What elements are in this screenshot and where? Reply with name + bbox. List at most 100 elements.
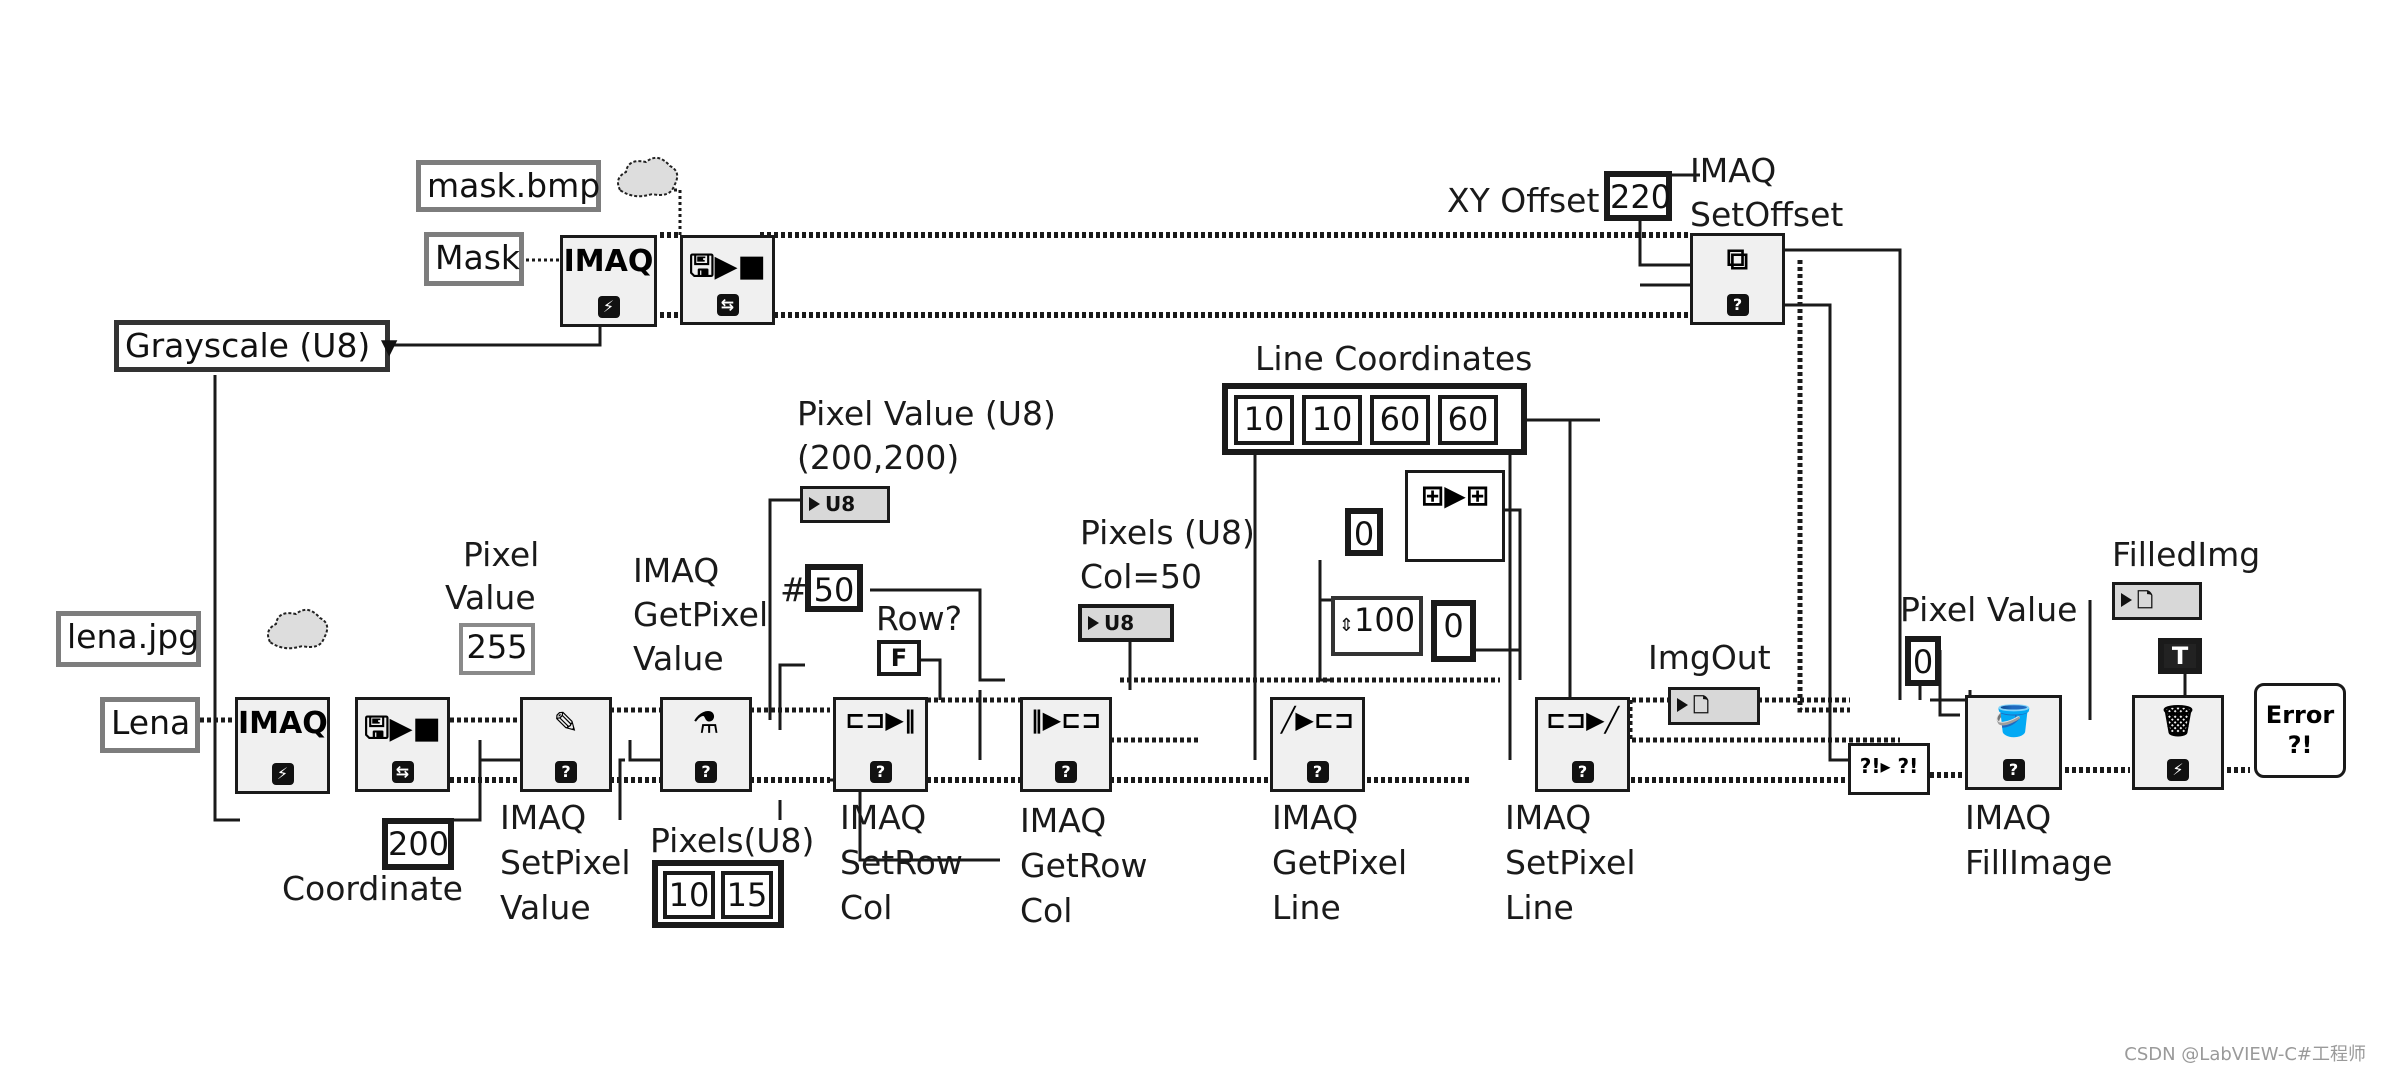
imaq-getrowcol-node[interactable]: ‖▶⊏⊐ ? <box>1020 697 1112 792</box>
zero-constant-a[interactable]: 0 <box>1345 508 1383 556</box>
imaq-fillimage-node[interactable]: 🪣 ? <box>1965 695 2062 790</box>
imaq-create-node-lower[interactable]: IMAQ ⚡ <box>235 697 330 794</box>
line-coordinates-label: Line Coordinates <box>1255 339 1533 378</box>
pixel-value-u8-indicator: U8 <box>800 486 890 523</box>
readfile-error-icon-lower: ⇆ <box>391 761 414 783</box>
xy-offset-label: XY Offset <box>1447 181 1600 220</box>
true-constant[interactable]: T <box>2158 638 2202 674</box>
watermark: CSDN @LabVIEW-C#工程师 <box>2124 1044 2366 1065</box>
imaq-getpixelline-node[interactable]: ╱▶⊏⊐ ? <box>1270 697 1365 792</box>
setrowcol-error-icon: ? <box>869 761 892 783</box>
lena-name-control[interactable]: Lena <box>100 697 200 753</box>
col50-label: Col=50 <box>1080 557 1203 596</box>
line-coord-1[interactable]: 10 <box>1234 395 1294 445</box>
pixels-u8-indicator: U8 <box>1078 604 1174 642</box>
col-constant[interactable]: 50 <box>805 564 863 612</box>
fillimage-label: FillImage <box>1965 843 2113 882</box>
imaq-setpixel-node[interactable]: ✎ ? <box>520 697 612 792</box>
create-error-icon: ⚡ <box>597 296 620 318</box>
getpixelline-label: GetPixel <box>1272 843 1408 882</box>
readfile-error-icon: ⇆ <box>716 294 739 316</box>
imaq-create-glyph-lower: IMAQ <box>238 706 328 741</box>
pixels-array-constant[interactable]: 10 15 <box>652 860 784 928</box>
error-text: Error <box>2265 701 2335 729</box>
hash-label: # <box>780 570 808 609</box>
set-row-col-icon: ⊏⊐▶‖ <box>845 706 916 734</box>
image-indicator-icon-2: 🗋 <box>2137 588 2154 612</box>
lena-path-control[interactable]: lena.jpg <box>56 611 201 667</box>
pixels-u8-label-lower: Pixels(U8) <box>650 821 815 860</box>
imaq-readfile-node-lower[interactable]: 🖫▶■ ⇆ <box>355 697 450 792</box>
get-pixel-line-icon: ╱▶⊏⊐ <box>1280 706 1355 734</box>
zero-constant-b[interactable]: 0 <box>1431 600 1476 662</box>
imaq-setrowcol-node[interactable]: ⊏⊐▶‖ ? <box>833 697 928 792</box>
fill-pixel-value-constant[interactable]: 0 <box>1905 636 1941 686</box>
increment-icon: ⇕ <box>1338 615 1354 636</box>
imaq-setpixelline-node[interactable]: ⊏⊐▶╱ ? <box>1535 697 1630 792</box>
setoffset-glyph-icon: ⧉ <box>1726 242 1749 277</box>
getpixel-imaq-label: IMAQ <box>633 551 720 590</box>
pixel-label: Pixel <box>463 535 540 574</box>
build-array-node[interactable]: ⊞▶⊞ <box>1405 470 1505 562</box>
imgout-label: ImgOut <box>1648 638 1771 677</box>
setpixelline-error-icon: ? <box>1571 761 1594 783</box>
imaq-setoffset-node[interactable]: ⧉ ? <box>1690 233 1785 325</box>
getrowcol-col-label: Col <box>1020 891 1073 930</box>
line-coord-4[interactable]: 60 <box>1438 395 1498 445</box>
mask-name-control[interactable]: Mask <box>424 232 524 286</box>
xy-offset-constant[interactable]: 220 <box>1604 171 1672 221</box>
pixels-array-el-2[interactable]: 15 <box>721 871 773 919</box>
image-type-label: Grayscale (U8) <box>125 326 371 365</box>
create-error-icon-lower: ⚡ <box>271 763 294 785</box>
imaq-dispose-node[interactable]: 🗑 ⚡ <box>2132 695 2224 790</box>
setpixelline-line-label: Line <box>1505 888 1574 927</box>
pixel-value-label: Value <box>445 578 536 617</box>
paint-bucket-icon: 🪣 <box>1994 704 2033 739</box>
line-coordinates-array[interactable]: 10 10 60 60 <box>1222 383 1527 455</box>
eyedropper-icon: ⚗ <box>692 706 720 741</box>
pixels-array-el-1[interactable]: 10 <box>663 871 715 919</box>
imaq-readfile-node-top[interactable]: 🖫▶■ ⇆ <box>680 235 775 325</box>
imgout-indicator: 🗋 <box>1668 687 1760 725</box>
hundred-numeric-control[interactable]: ⇕100 <box>1331 596 1423 656</box>
merge-errors-icon: ?!▸ ?! <box>1859 754 1919 778</box>
image-type-control[interactable]: Grayscale (U8) ▾ <box>114 320 397 372</box>
trash-icon: 🗑 <box>2158 704 2198 739</box>
setpixelline-imaq-label: IMAQ <box>1505 798 1592 837</box>
read-file-icon-lower <box>267 608 329 650</box>
setrowcol-imaq-label: IMAQ <box>840 798 927 837</box>
filledimg-indicator: 🗋 <box>2112 582 2202 620</box>
line-coord-3[interactable]: 60 <box>1370 395 1430 445</box>
dispose-error-icon: ⚡ <box>2167 759 2189 781</box>
dropdown-arrow-icon: ▾ <box>380 326 398 365</box>
read-file-glyph-icon-lower: 🖫▶■ <box>364 711 441 746</box>
imaq-create-node-top[interactable]: IMAQ ⚡ <box>560 235 657 327</box>
coordinate-constant[interactable]: 200 <box>382 818 454 870</box>
row-question-label: Row? <box>876 599 963 638</box>
getpixelline-imaq-label: IMAQ <box>1272 798 1359 837</box>
setrowcol-col-label: Col <box>840 888 893 927</box>
line-coord-2[interactable]: 10 <box>1302 395 1362 445</box>
hundred-value: 100 <box>1354 601 1416 639</box>
getrowcol-imaq-label: IMAQ <box>1020 801 1107 840</box>
imaq-getpixel-node[interactable]: ⚗ ? <box>660 697 752 792</box>
merge-errors-node[interactable]: ?!▸ ?! <box>1848 743 1930 795</box>
image-indicator-icon: 🗋 <box>1693 693 1710 717</box>
setpixel-label: SetPixel <box>500 843 631 882</box>
error-handler-node[interactable]: Error?! <box>2254 683 2346 778</box>
mask-path-control[interactable]: mask.bmp <box>416 160 601 212</box>
pixel-value-constant[interactable]: 255 <box>459 623 535 675</box>
setpixelline-label: SetPixel <box>1505 843 1636 882</box>
pixels-u8-label: Pixels (U8) <box>1080 513 1255 552</box>
setpixel-value-label: Value <box>500 888 591 927</box>
pencil-icon: ✎ <box>553 706 579 741</box>
imaq-create-glyph: IMAQ <box>563 244 654 279</box>
getpixel-value-label: Value <box>633 639 724 678</box>
row-flag-constant[interactable]: F <box>877 640 921 676</box>
setrowcol-label: SetRow <box>840 843 963 882</box>
coordinate-label: Coordinate <box>282 869 463 908</box>
set-pixel-line-icon: ⊏⊐▶╱ <box>1545 706 1620 734</box>
getpixelline-error-icon: ? <box>1306 761 1329 783</box>
get-row-col-icon: ‖▶⊏⊐ <box>1030 706 1102 734</box>
setpixel-imaq-label: IMAQ <box>500 798 587 837</box>
